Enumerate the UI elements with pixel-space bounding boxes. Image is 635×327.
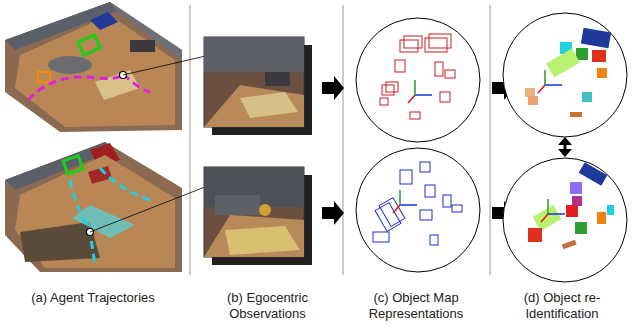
panel-caption: (a) Agent Trajectories bbox=[18, 290, 168, 306]
egocentric-frame bbox=[204, 167, 312, 265]
reidentified-objects bbox=[503, 13, 627, 137]
room-render bbox=[5, 2, 210, 132]
object-map bbox=[356, 18, 480, 142]
room-render bbox=[5, 142, 210, 272]
egocentric-frame bbox=[204, 37, 312, 135]
panel-caption: (d) Object re-Identification bbox=[492, 290, 632, 322]
separator-line bbox=[190, 5, 490, 275]
panel-caption: (b) Egocentric Observations bbox=[195, 290, 340, 322]
object-map bbox=[356, 148, 480, 272]
panel-caption: (c) Object Map Representations bbox=[345, 290, 487, 322]
reidentified-objects bbox=[503, 158, 627, 282]
double-arrow bbox=[558, 137, 572, 157]
